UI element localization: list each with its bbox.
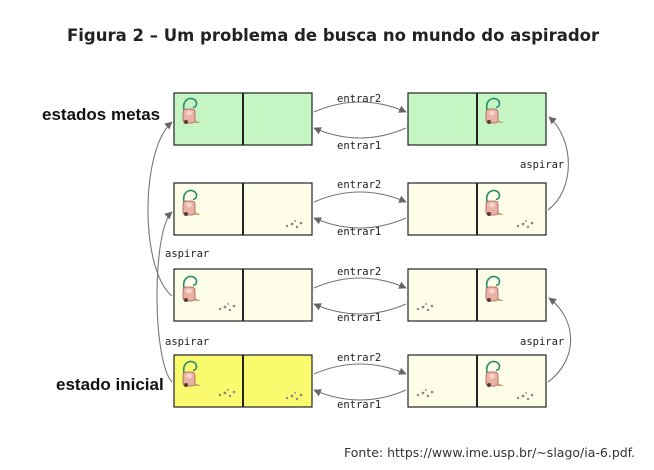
arrow-enter2-row3 bbox=[313, 277, 407, 289]
arrow-enter1-row2 bbox=[313, 217, 407, 229]
state-row4-right bbox=[407, 354, 547, 408]
arrow-suck-row3-left bbox=[147, 121, 173, 297]
label-enter2-row2: entrar2 bbox=[337, 179, 381, 191]
arrow-enter1-row4 bbox=[313, 389, 407, 401]
arrow-suck-row4-right bbox=[547, 297, 572, 383]
label-enter1-row4: entrar1 bbox=[337, 399, 381, 411]
arrow-enter1-row1 bbox=[313, 127, 407, 139]
initial-state-label: estado inicial bbox=[56, 375, 164, 394]
transition-arrows bbox=[147, 101, 572, 401]
arrow-suck-row2-right bbox=[547, 116, 569, 211]
figure-title: Figura 2 – Um problema de busca no mundo… bbox=[67, 26, 600, 45]
source-caption: Fonte: https://www.ime.usp.br/~slago/ia-… bbox=[344, 445, 636, 460]
arrow-enter2-row4 bbox=[313, 363, 407, 375]
goal-state-left bbox=[173, 92, 313, 146]
label-enter1-row2: entrar1 bbox=[337, 226, 381, 238]
label-enter2-row3: entrar2 bbox=[337, 266, 381, 278]
state-row3-right bbox=[407, 268, 547, 322]
label-suck-left-upper: aspirar bbox=[165, 248, 209, 260]
arrow-enter2-row2 bbox=[313, 191, 407, 203]
arrow-enter1-row3 bbox=[313, 303, 407, 315]
label-enter1-row3: entrar1 bbox=[337, 312, 381, 324]
state-row2-right bbox=[407, 182, 547, 236]
label-enter2-row4: entrar2 bbox=[337, 352, 381, 364]
label-suck-right-upper: aspirar bbox=[520, 159, 564, 171]
label-suck-right-lower: aspirar bbox=[520, 336, 564, 348]
state-row2-left bbox=[173, 182, 313, 236]
initial-state bbox=[173, 354, 313, 408]
label-enter2-row1: entrar2 bbox=[337, 93, 381, 105]
arrow-suck-row4-left bbox=[156, 211, 173, 383]
label-enter1-row1: entrar1 bbox=[337, 140, 381, 152]
arrow-enter2-row1 bbox=[313, 101, 407, 113]
state-row3-left bbox=[173, 268, 313, 322]
goal-states-label: estados metas bbox=[42, 105, 161, 124]
label-suck-left-lower: aspirar bbox=[165, 336, 209, 348]
goal-state-right bbox=[407, 92, 547, 146]
